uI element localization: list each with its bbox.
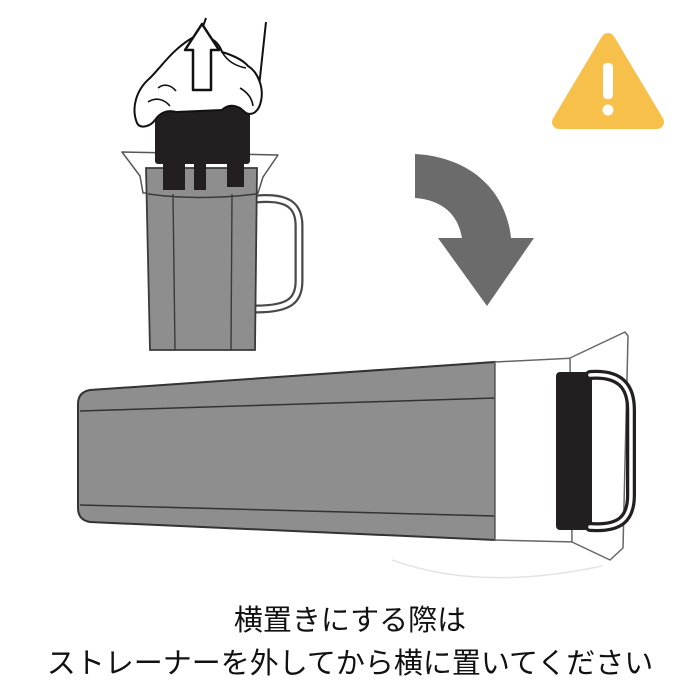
warning-icon (552, 33, 664, 129)
strainer-tab-middle (194, 158, 206, 190)
strainer (155, 106, 250, 190)
finger-crease-1 (147, 98, 171, 107)
strainer-tab-right (227, 158, 244, 187)
horizontal-pitcher (77, 331, 636, 579)
horizontal-pitcher-body (77, 360, 496, 542)
upright-pitcher (121, 17, 304, 351)
upright-pitcher-pleat-left (172, 193, 176, 351)
upright-pitcher-handle-inner (253, 196, 302, 312)
horizontal-pitcher-pleat-bottom (79, 504, 496, 517)
strainer-tab-left (163, 158, 185, 190)
finger-crease-3 (221, 51, 247, 69)
warning-exclamation-bar (603, 63, 613, 99)
instruction-line-1: 横置きにする際は (233, 603, 467, 637)
instruction-line-2: ストレーナーを外してから横に置いてください (46, 646, 654, 680)
finger-crease-2 (157, 84, 177, 92)
horizontal-pitcher-lid (556, 372, 592, 530)
upright-pitcher-rim-line (147, 193, 257, 199)
up-arrow-icon (183, 22, 221, 92)
upright-pitcher-pleat-right (230, 193, 233, 351)
horizontal-pitcher-shadow (391, 559, 603, 579)
upright-pitcher-handle (251, 194, 304, 314)
finger-crease-4 (239, 87, 254, 107)
horizontal-pitcher-pleat-top (79, 397, 496, 412)
horizontal-pitcher-handle-inner (588, 373, 633, 529)
strainer-top (155, 106, 250, 164)
warning-exclamation-dot (602, 104, 614, 116)
curved-arrow-icon (415, 154, 534, 306)
